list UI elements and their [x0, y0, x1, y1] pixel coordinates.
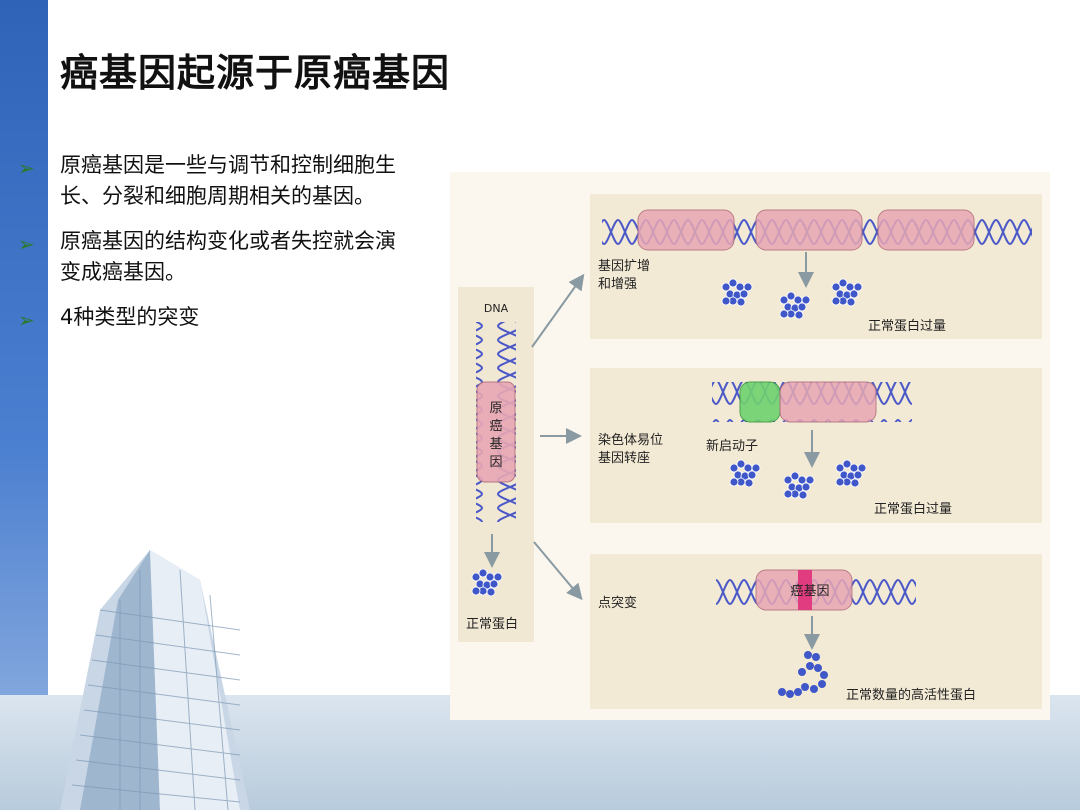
result-label: 正常数量的高活性蛋白: [846, 687, 976, 703]
gene-char: 基: [489, 437, 502, 452]
arrow-bullet-icon: ➢: [18, 308, 35, 332]
bullet-list: ➢ 原癌基因是一些与调节和控制细胞生长、分裂和细胞周期相关的基因。 ➢ 原癌基因的结…: [14, 150, 414, 347]
active-protein-icon: [778, 651, 828, 698]
mechanism-label: 基因扩增: [598, 259, 650, 274]
mechanism-label: 染色体易位: [598, 432, 663, 448]
arrow-bullet-icon: ➢: [18, 156, 35, 180]
branch-arrow: [531, 273, 585, 348]
gene-copy-segment: [755, 209, 863, 251]
result-label: 正常蛋白过量: [868, 318, 946, 334]
oncogene-diagram: DNA 原 癌 基 因 正常蛋白 基因扩增 和增强 正常蛋白过量 染色体易位 基…: [450, 172, 1050, 720]
mechanism-label: 基因转座: [598, 451, 650, 466]
mutation-site: [798, 570, 812, 610]
mechanism-label: 和增强: [598, 277, 637, 292]
gene-copy-segment: [877, 209, 975, 251]
bullet-item: ➢ 原癌基因的结构变化或者失控就会演变成癌基因。: [14, 226, 414, 288]
new-promoter-segment: [739, 381, 781, 423]
left-accent-bar: [0, 0, 48, 810]
normal-protein-label: 正常蛋白: [466, 616, 518, 632]
gene-char: 癌: [489, 418, 502, 434]
bullet-item: ➢ 原癌基因是一些与调节和控制细胞生长、分裂和细胞周期相关的基因。: [14, 150, 414, 212]
bullet-text: 原癌基因是一些与调节和控制细胞生长、分裂和细胞周期相关的基因。: [60, 153, 396, 208]
gene-char: 原: [489, 401, 502, 416]
bullet-text: 4种类型的突变: [60, 305, 200, 329]
bullet-text: 原癌基因的结构变化或者失控就会演变成癌基因。: [60, 229, 396, 284]
slide-title: 癌基因起源于原癌基因: [60, 51, 451, 95]
arrow-bullet-icon: ➢: [18, 232, 35, 256]
mechanism-label: 点突变: [598, 595, 637, 611]
oncogene-label: 癌基因: [790, 583, 829, 599]
dna-label: DNA: [484, 302, 509, 315]
bullet-item: ➢ 4种类型的突变: [14, 302, 414, 333]
branch-arrow: [533, 541, 583, 601]
building-decoration: [60, 550, 250, 810]
gene-copy-segment: [637, 209, 735, 251]
new-promoter-label: 新启动子: [706, 438, 758, 454]
gene-char: 因: [489, 455, 502, 470]
gene-segment: [779, 381, 877, 423]
proto-oncogene-segment: [476, 381, 516, 483]
result-label: 正常蛋白过量: [874, 501, 952, 517]
